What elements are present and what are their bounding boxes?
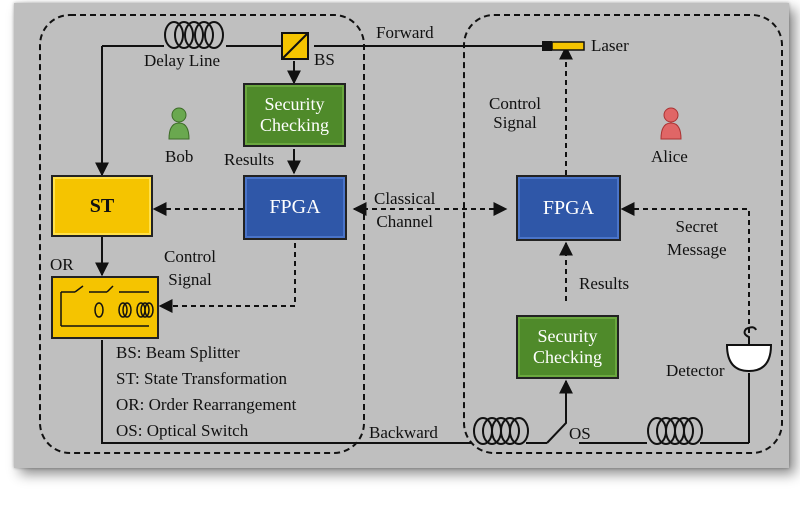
fpga-bob-label: FPGA (269, 196, 321, 218)
or-switch-icon (60, 285, 154, 327)
bs-label: BS (314, 50, 335, 69)
classical-channel-label: Classical Channel (374, 187, 435, 233)
os-label: OS (569, 424, 591, 443)
detector-label: Detector (666, 361, 725, 380)
security-checking-bob-box: Security Checking (243, 83, 346, 147)
secret-message-line1: Secret (675, 217, 718, 236)
detector-icon (725, 326, 773, 373)
beam-splitter-icon (281, 32, 309, 60)
classical-channel-line1: Classical (374, 189, 436, 208)
control-paths (152, 45, 750, 333)
security-checking-bob-line1: Security (264, 94, 325, 115)
secret-message-label: Secret Message (667, 215, 726, 261)
legend: BS: Beam Splitter ST: State Transformati… (116, 340, 296, 444)
control-signal-alice-line2: Signal (493, 112, 537, 132)
bob-boundary (39, 14, 365, 454)
diagram-panel: Security Checking FPGA ST FPGA (14, 3, 789, 468)
legend-item: OS: Optical Switch (116, 421, 249, 440)
laser-label: Laser (591, 36, 629, 55)
bob-person-icon (168, 107, 190, 140)
delay-line-coil (164, 21, 224, 49)
control-signal-alice-line1: Control (489, 94, 541, 113)
fpga-bob-box: FPGA (243, 175, 347, 240)
fpga-alice-box: FPGA (516, 175, 621, 241)
security-checking-alice-line1: Security (537, 326, 598, 347)
or-box (51, 276, 159, 339)
secret-message-line2: Message (667, 240, 727, 259)
backward-fiber-coil (473, 417, 529, 445)
alice-person-icon (660, 107, 682, 140)
or-label: OR (50, 255, 74, 274)
security-checking-alice-box: Security Checking (516, 315, 619, 379)
forward-label: Forward (376, 23, 434, 42)
delay-line-label: Delay Line (144, 51, 220, 70)
control-signal-bob-label: Control Signal (164, 245, 216, 291)
security-checking-bob-line2: Checking (260, 115, 329, 135)
bob-label: Bob (165, 147, 194, 166)
results-alice-label: Results (579, 274, 630, 293)
legend-item: BS: Beam Splitter (116, 343, 240, 362)
laser-icon (542, 41, 585, 51)
classical-channel-line2: Channel (376, 212, 434, 231)
diagram-canvas (39, 14, 783, 454)
control-signal-bob-line2: Signal (168, 270, 212, 289)
fpga-alice-label: FPGA (542, 196, 595, 219)
legend-item: ST: State Transformation (116, 369, 288, 388)
st-box: ST (51, 175, 153, 237)
results-bob-label: Results (224, 150, 275, 169)
alice-boundary (463, 14, 783, 454)
backward-label: Backward (369, 423, 438, 442)
detector-fiber-coil (647, 417, 703, 445)
st-label: ST (89, 194, 115, 217)
legend-item: OR: Order Rearrangement (116, 395, 297, 414)
security-checking-alice-line2: Checking (533, 347, 602, 367)
alice-label: Alice (651, 147, 688, 166)
control-signal-alice-label: Control Signal (489, 94, 541, 132)
control-signal-bob-line1: Control (164, 247, 216, 266)
